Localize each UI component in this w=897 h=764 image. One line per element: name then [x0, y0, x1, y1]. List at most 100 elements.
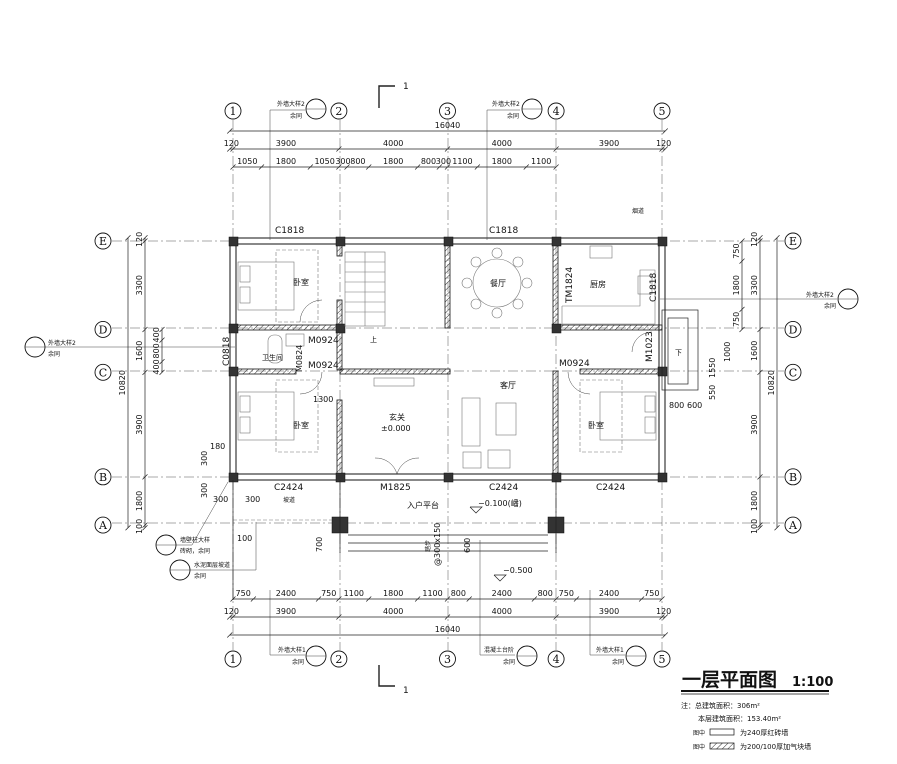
- dim-value: 1100: [531, 157, 551, 166]
- dim-tick: [757, 369, 763, 376]
- dim-tick: [739, 258, 745, 264]
- dim-tick: [336, 596, 342, 602]
- dim-tick: [250, 596, 257, 602]
- window-label: C1818: [275, 226, 304, 236]
- callout-left: 外墙大样2 余同: [24, 336, 235, 358]
- dim-tick: [553, 164, 559, 170]
- callout-sub: 余同: [290, 112, 302, 120]
- dim-tick: [226, 128, 233, 134]
- dim-tick: [336, 146, 342, 152]
- dim-value: 1800: [732, 275, 741, 295]
- down-label: 下: [675, 349, 682, 357]
- axis-bubble: [547, 102, 565, 120]
- axis-label: A: [788, 519, 798, 532]
- toilet-icon: [267, 333, 305, 364]
- callout-ramp-detail: 水泥面层坡道 余同: [169, 522, 257, 581]
- axis-label: E: [789, 235, 797, 248]
- dim-tick: [159, 326, 165, 333]
- dim-value: 1800: [492, 157, 512, 166]
- dim-tick: [142, 525, 148, 531]
- dim-tick: [344, 164, 350, 170]
- dim-tick: [659, 596, 665, 602]
- axis-label: D: [99, 323, 108, 336]
- door-label: M1825: [380, 483, 411, 493]
- dim-tick: [159, 369, 165, 376]
- sofa-icon: [461, 397, 517, 469]
- dim-value: 100: [135, 519, 144, 534]
- dim-value: 120: [656, 607, 671, 616]
- section-number: 1: [403, 686, 409, 696]
- axis-bubble: [330, 650, 348, 668]
- staircase-icon: [344, 251, 386, 327]
- dim-value: 100: [750, 519, 759, 534]
- dim-text: 180: [210, 442, 225, 451]
- callout-sub: 余同: [507, 112, 519, 120]
- dim-text: 300: [200, 451, 209, 466]
- dim-value: 800: [152, 343, 161, 358]
- dim-tick: [757, 238, 763, 244]
- block-wall-swatch: [709, 742, 735, 750]
- dim-tick: [553, 614, 559, 620]
- section-mark-bottom: 1: [378, 665, 409, 696]
- dim-tick: [142, 369, 148, 376]
- step-label: 踏步: [424, 540, 432, 552]
- dim-tick: [436, 164, 443, 170]
- dim-tick: [307, 164, 314, 170]
- dim-value: 400: [152, 327, 161, 342]
- dim-value: 750: [732, 243, 741, 258]
- callout-label: 外墙大样1: [278, 646, 306, 654]
- dim-value: 2400: [492, 589, 512, 598]
- window-label: C2424: [596, 483, 625, 493]
- dim-value: 3900: [599, 607, 619, 616]
- callout-bottom-right: 外墙大样1 余同: [589, 590, 647, 667]
- bed-icon: [237, 261, 295, 311]
- dim-tick: [662, 128, 669, 134]
- up-label: 上: [370, 335, 377, 344]
- dim-tick: [739, 306, 745, 313]
- dim-tick: [662, 614, 669, 620]
- dim-value: 3300: [135, 275, 144, 295]
- callout-bottom-left: 外墙大样1 余同: [269, 590, 327, 667]
- callout-top-mid: 外墙大样2 余同: [486, 98, 543, 240]
- room-dining: 餐厅: [490, 279, 506, 288]
- axis-label: 1: [230, 105, 237, 118]
- kitchen-counter-icon: [561, 245, 656, 325]
- opening-labels: C1818 C1818 C1818 TM1824 C0818 M0824 M09…: [222, 226, 659, 493]
- dim-text: 1300: [313, 395, 333, 404]
- dim-tick: [444, 596, 451, 602]
- bed-icon: [237, 391, 295, 441]
- annotations: −0.100(嶓) −0.500 坡道 踏步 @300x150 烟道 下 上 1…: [200, 207, 732, 582]
- dim-value: 3900: [276, 607, 296, 616]
- callout-label: 外墙大样2: [48, 339, 76, 347]
- dim-top-total: 16040: [226, 121, 669, 134]
- dim-value: 1800: [276, 157, 296, 166]
- dim-tick: [142, 522, 148, 528]
- dim-value: 1800: [383, 157, 403, 166]
- dim-value: 4000: [492, 139, 512, 148]
- dim-value: 800: [350, 157, 365, 166]
- furniture: [237, 245, 699, 475]
- axis-bubble: [653, 102, 671, 120]
- legend-block: 为200/100厚加气块墙: [740, 742, 811, 751]
- axis-label: 1: [230, 653, 237, 666]
- callout-label: 水泥面层坡道: [194, 561, 230, 569]
- dim-tick: [662, 632, 669, 638]
- legend-prefix: 图中: [693, 729, 705, 737]
- axis-label: 4: [553, 105, 560, 118]
- dim-value: 120: [224, 139, 239, 148]
- foyer-level: ±0.000: [381, 424, 411, 433]
- dim-value: 1100: [344, 589, 364, 598]
- dim-value: 120: [656, 139, 671, 148]
- dim-tick: [638, 596, 645, 602]
- dim-tick: [774, 525, 780, 531]
- dim-tick: [757, 474, 763, 480]
- axis-bubble: [784, 232, 802, 250]
- shoe-cabinet-icon: [373, 377, 415, 387]
- callout-label: 混凝土台阶: [484, 646, 514, 654]
- room-bathroom: 卫生间: [262, 353, 283, 362]
- axis-bubble: [94, 320, 112, 338]
